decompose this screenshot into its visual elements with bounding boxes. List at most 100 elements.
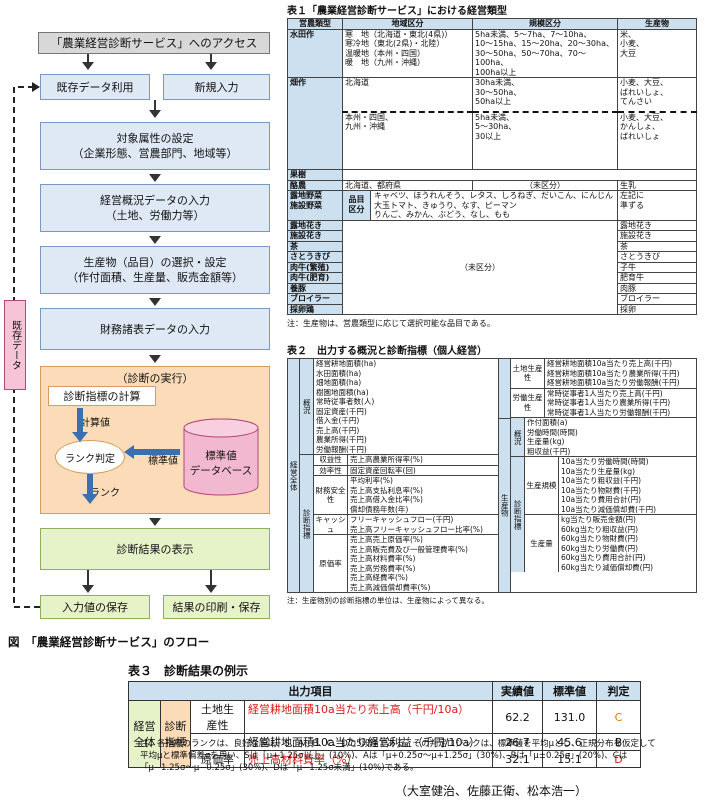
t2-group-item: 10a当たり粗収益(千円) (561, 476, 641, 485)
std-value-label: 標準値 (148, 456, 178, 467)
t2-labor: 労働生産性常時従事者1人当たり売上高(千円)常時従事者1人当たり農業所得(千円)… (511, 387, 696, 418)
t1-other-r: 肥育牛 (618, 273, 696, 284)
t3-item: 経営耕地面積10a当たり経営利益（千円/10a） (248, 736, 481, 749)
t2-group-label: 労働生産性 (511, 388, 545, 417)
table3-title: 表３ 診断結果の例示 (128, 664, 249, 678)
line (154, 100, 156, 110)
save-box: 入力値の保存 (40, 595, 150, 619)
t1-header: 規模区分 (472, 18, 618, 30)
t2-group-item: 10a当たり生産量(kg) (561, 466, 636, 476)
rank-judge: ランク判定 (55, 440, 125, 474)
t2-cat-item: フリーキャッシュフロー(千円) (350, 515, 454, 524)
t2-gaikyo-item: 農業所得(千円) (316, 435, 367, 444)
t2-cat-item: 固定資産回転率(回) (350, 465, 416, 475)
t2-group-label: 生産規模 (525, 457, 559, 514)
overview-box: 経営概況データの入力 （土地、労働力等） (40, 184, 270, 232)
t1-other-r: 施設花き (618, 231, 696, 242)
arrow (149, 355, 161, 363)
t2-group-item: kg当たり販売金額(円) (561, 515, 636, 524)
t1-other-r: 露地花き (618, 221, 696, 231)
t2-right: 生産物 土地生産性経営耕地面積10a当たり売上高(千円)経営耕地面積10a当たり… (498, 359, 696, 592)
table1: 表１「農業経営診断サービス」における経営類型 営農類型 地域区分 規模区分 生産… (287, 2, 697, 329)
t2-cat-label: 原価率 (314, 535, 348, 592)
t2-cat-label: 財務安全性 (314, 476, 348, 514)
table1-note: 注：生産物は、営農類型に応じて選択可能な品目である。 (287, 319, 495, 328)
t2-shindan: 診断指標 収益性売上高農業所得率(%)効率性固定資産回転率(回)財務安全性平均利… (300, 455, 498, 592)
t2-cat-item: 平均利率(%) (350, 476, 393, 485)
t2-cat-items: 平均利率(%)売上高支払利息率(%)売上高借入金比率(%)償却債務年数(年) (348, 476, 498, 514)
t2-cat-items: 固定資産回転率(回) (348, 466, 498, 476)
t3-shindan: 診断 指標 (160, 700, 191, 768)
t2-cat-item: 売上高支払利息率(%) (350, 485, 423, 495)
t1-scale: 5ha未満、5～7ha、7～10ha、 10～15ha、15～20ha、20～3… (472, 28, 618, 78)
t2-group-item: 経営耕地面積10a当たり農業所得(千円) (547, 368, 680, 378)
t1-product: 生乳 (617, 179, 697, 191)
t1-other-r: ブロイラー (618, 294, 696, 305)
t2-cat-row: キャッシュフリーキャッシュフロー(千円)売上高フリーキャッシュフロー比率(%) (314, 514, 498, 534)
t2-right-labels: 生産物 (499, 359, 511, 592)
t1-header: 地域区分 (342, 18, 473, 30)
t1-type: 酪農 (287, 179, 343, 191)
t1-veg2: 施設野菜 (290, 200, 322, 210)
t2-gaikyo-item: 常時従事者数(人) (316, 397, 375, 406)
t2-gaikyo-item: 畑地面積(ha) (316, 378, 362, 387)
t3-item: 売上高材料費率（%） (248, 753, 358, 766)
arrow (149, 236, 161, 244)
t2-gaikyo: 概況 経営耕地面積(ha)水田面積(ha)畑地面積(ha)樹園地面積(ha)常時… (300, 359, 498, 455)
t2-cat-label: 収益性 (314, 455, 348, 465)
arrow-access-left (82, 62, 94, 70)
t2-group-item: 常時従事者1人当たり売上高(千円) (547, 388, 663, 398)
t2-group-items: kg当たり販売金額(円)60kg当たり粗収益(円)60kg当たり物財費(円)60… (559, 515, 696, 572)
finance-box: 財務諸表データの入力 (40, 308, 270, 350)
t2-blank (499, 359, 510, 419)
t1-prods: キャベツ、ほうれんそう、レタス、しろねぎ、だいこん、にんじん 大玉トマト、きゅう… (374, 191, 613, 219)
calc-value-label: 計算値 (80, 418, 110, 429)
t2-pg-item: 粗収益(千円) (527, 446, 571, 456)
t2-ps-label: 診断指標 (511, 457, 525, 572)
new-input-box: 新規入力 (163, 74, 270, 100)
t3-cat: 土地生 産性 (191, 701, 245, 733)
t1-other: 茶 (288, 242, 342, 252)
table3: 表３ 診断結果の例示 出力項目 実績値 標準値 判定 経営 全体 診断 指標 土… (128, 662, 648, 768)
table3-grid: 出力項目 実績値 標準値 判定 経営 全体 診断 指標 土地生 産性 経営耕地面… (128, 681, 641, 768)
arrow (149, 298, 161, 306)
t3-header: 標準値 (542, 681, 597, 701)
t1-other-r: さとうきび (618, 252, 696, 263)
t1-other: ブロイラー (288, 294, 342, 305)
t3-std: 131.0 (542, 700, 597, 734)
t3-value: 62.2 (492, 700, 543, 734)
t1-scale: （未区分） (472, 179, 618, 191)
t2-left: 経営全体 概況 経営耕地面積(ha)水田面積(ha)畑地面積(ha)樹園地面積(… (288, 359, 498, 592)
table3-note: 注：各指標のランクは、良好な順に、S、A、B、C、Dの5段階である。その判定ロジ… (140, 739, 656, 773)
t3-cat (191, 734, 245, 750)
t1-other-r: 茶 (618, 242, 696, 252)
table2-note: 注：生産物別の診断指標の単位は、生産物によって異なる。 (287, 596, 489, 605)
t3-item: 経営耕地面積10a当たり売上高（千円/10a） (248, 703, 470, 716)
t2-cat-item: 売上高減価償却費率(%) (350, 582, 431, 592)
t3-whole: 経営 全体 (128, 700, 161, 768)
t2-group-items: 経営耕地面積10a当たり売上高(千円)経営耕地面積10a当たり農業所得(千円)経… (545, 359, 696, 388)
t1-prodcat: 品目 区分 (343, 191, 371, 220)
t1-scale: 30ha未満、 30～50ha、 50ha以上 (472, 77, 618, 112)
db-label: 標準値 データベース (189, 450, 253, 477)
t1-header: 生産物 (617, 18, 697, 30)
t2-group-label: 土地生産性 (511, 359, 545, 388)
t2-cat-row: 財務安全性平均利率(%)売上高支払利息率(%)売上高借入金比率(%)償却債務年数… (314, 475, 498, 514)
t2-whole: 経営全体 (288, 359, 300, 592)
t1-unclass: （未区分） (342, 219, 618, 315)
line (210, 54, 212, 62)
exec-arrows (72, 408, 180, 504)
t2-group-label: 生産量 (525, 515, 559, 572)
existing-data-tag: 既存データ (4, 300, 26, 390)
t1-region: 北海道 (342, 77, 473, 112)
t3-std: 15.1 (542, 750, 597, 768)
existing-data-box: 既存データ利用 (40, 74, 150, 100)
t2-shindan-cats: 収益性売上高農業所得率(%)効率性固定資産回転率(回)財務安全性平均利率(%)売… (314, 455, 498, 592)
exec-label: （診断の実行） (116, 372, 194, 385)
t3-header: 実績値 (492, 681, 543, 701)
t2-group-item: 経営耕地面積10a当たり売上高(千円) (547, 359, 672, 368)
t1-product: 小麦、大豆、 かんしょ、 ばれいしょ (617, 110, 697, 170)
t2-group-items: 常時従事者1人当たり売上高(千円)常時従事者1人当たり農業所得(千円)常時従事者… (545, 389, 696, 418)
arrow-print (205, 585, 217, 593)
